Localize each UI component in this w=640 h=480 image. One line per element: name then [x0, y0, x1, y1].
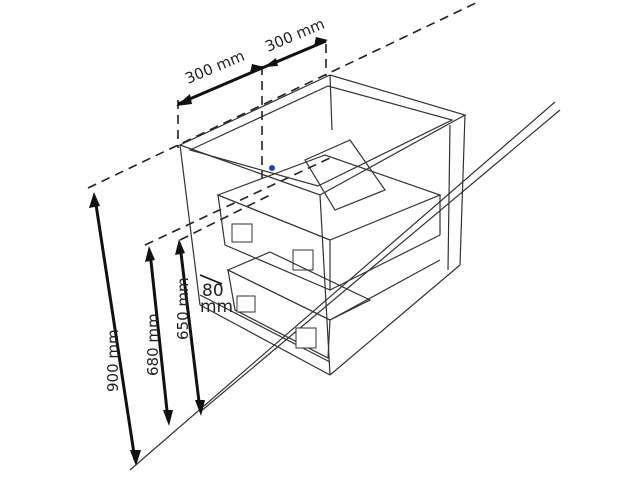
drawer-label-tag: [236, 295, 256, 313]
fixing-point: [269, 165, 275, 171]
height-680-label: 680 mm: [144, 313, 162, 376]
plinth-unit-label: mm: [200, 297, 233, 317]
reference-dashed-lines: [87, 1, 479, 246]
width-left-label: 300 mm: [183, 47, 248, 88]
drawer-label-tag: [295, 327, 317, 349]
height-900-label: 900 mm: [104, 329, 122, 392]
drawer-label-tag: [231, 223, 253, 243]
lower-drawer: [226, 251, 441, 359]
height-650-label: 650 mm: [174, 277, 192, 340]
width-arrows: [176, 37, 328, 106]
height-arrows: [89, 192, 223, 466]
cabinet-frame: [178, 74, 467, 376]
upper-drawer: [216, 139, 442, 291]
width-right-label: 300 mm: [263, 15, 328, 56]
drawer-label-tag: [292, 249, 314, 271]
floor-lines: [129, 101, 561, 471]
plinth-value-label: 80: [202, 281, 224, 301]
